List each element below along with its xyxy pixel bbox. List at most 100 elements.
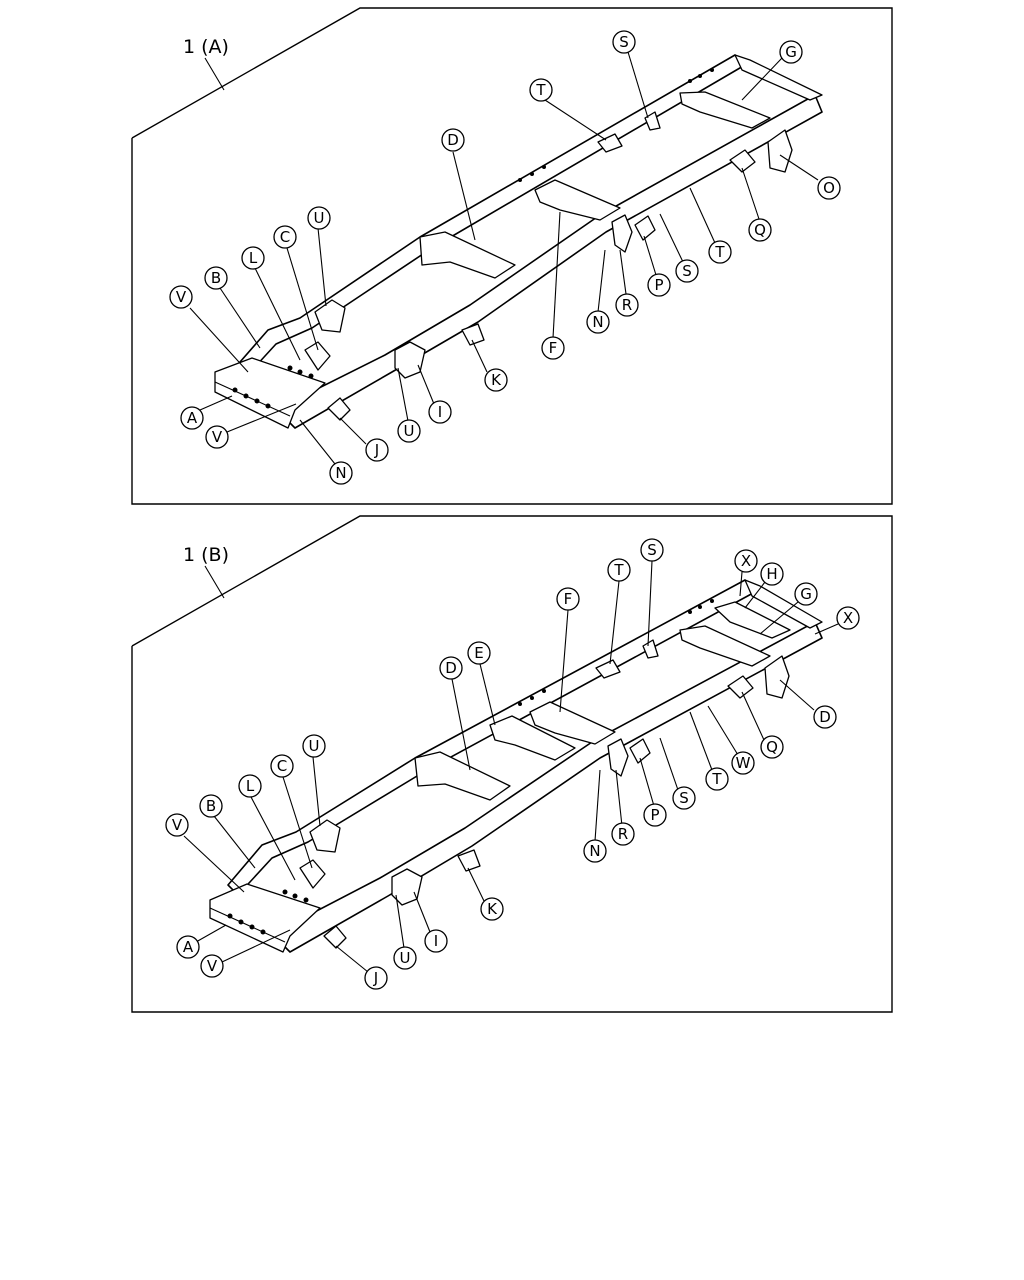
panel-a-title: 1 (A) xyxy=(183,36,229,58)
svg-text:T: T xyxy=(613,561,624,579)
front-crossmember xyxy=(214,357,326,429)
callout-a-v1: V xyxy=(169,285,193,309)
rear-crossmember xyxy=(734,54,823,101)
svg-text:W: W xyxy=(736,754,751,772)
svg-text:Q: Q xyxy=(766,738,778,756)
bracket-k-b xyxy=(457,849,481,872)
spring-hanger-r-b xyxy=(607,738,629,777)
frame-holes-a xyxy=(232,68,714,409)
callout-b-q: Q xyxy=(760,735,784,759)
svg-text:C: C xyxy=(280,228,290,246)
callout-b-f: F xyxy=(556,587,580,611)
mount-u-lower xyxy=(394,341,426,379)
callout-a-u1: U xyxy=(307,206,331,230)
panel-b-title: 1 (B) xyxy=(183,544,229,566)
svg-text:K: K xyxy=(487,900,498,918)
callout-a-v2: V xyxy=(205,425,229,449)
bracket-c-b xyxy=(299,859,326,889)
svg-text:U: U xyxy=(309,737,320,755)
panel-b-leaders xyxy=(183,560,839,973)
callout-a-n2: N xyxy=(586,310,610,334)
svg-text:X: X xyxy=(741,552,751,570)
callout-b-d1: D xyxy=(439,656,463,680)
callout-a-s2: S xyxy=(675,259,699,283)
near-side-rail-b xyxy=(279,621,823,953)
callout-b-b: B xyxy=(199,794,223,818)
bracket-t-upper-b xyxy=(595,659,621,679)
panel-b-frame xyxy=(131,515,893,1013)
callout-a-j: J xyxy=(365,438,389,462)
frame-holes-b xyxy=(227,599,714,935)
panel-b: 1 (B) xyxy=(131,515,893,1013)
callout-a-d: D xyxy=(441,128,465,152)
crossmember-d xyxy=(419,231,516,279)
panel-a-frame xyxy=(131,7,893,505)
svg-text:T: T xyxy=(535,81,546,99)
svg-text:J: J xyxy=(374,441,379,459)
front-mount-u xyxy=(314,299,346,333)
svg-text:L: L xyxy=(249,249,258,267)
callout-b-i: I xyxy=(424,929,448,953)
callout-b-x1: X xyxy=(734,549,758,573)
callout-a-a: A xyxy=(180,406,204,430)
svg-text:F: F xyxy=(549,339,558,357)
callout-b-v2: V xyxy=(200,954,224,978)
svg-text:A: A xyxy=(183,938,194,956)
callout-b-v1: V xyxy=(165,813,189,837)
hook-d-b xyxy=(764,655,790,699)
bracket-t-upper xyxy=(597,133,623,153)
callout-b-p: P xyxy=(643,803,667,827)
svg-text:A: A xyxy=(187,409,198,427)
callout-b-t1: T xyxy=(607,558,631,582)
spring-hanger-r xyxy=(611,214,633,253)
panel-b-callouts: A B C D D E F G H I J K L N P Q R S S T … xyxy=(165,538,860,990)
svg-text:N: N xyxy=(335,464,346,482)
svg-text:D: D xyxy=(819,708,831,726)
callout-a-i: I xyxy=(428,400,452,424)
callout-a-c: C xyxy=(273,225,297,249)
svg-text:U: U xyxy=(404,422,415,440)
callout-a-s1: S xyxy=(612,30,636,54)
callout-b-x2: X xyxy=(836,606,860,630)
crossmember-f xyxy=(534,179,621,221)
bracket-s-upper-b xyxy=(642,639,659,659)
callout-b-d2: D xyxy=(813,705,837,729)
svg-text:B: B xyxy=(211,269,221,287)
callout-b-a: A xyxy=(176,935,200,959)
svg-text:O: O xyxy=(823,179,835,197)
svg-text:V: V xyxy=(172,816,183,834)
callout-b-e: E xyxy=(467,641,491,665)
bracket-j xyxy=(327,397,351,421)
callout-a-t1: T xyxy=(529,78,553,102)
callout-b-w: W xyxy=(731,751,755,775)
svg-text:P: P xyxy=(654,276,663,294)
crossmember-e-b xyxy=(489,715,576,761)
callout-b-u2: U xyxy=(393,946,417,970)
callout-a-k: K xyxy=(484,368,508,392)
chassis-frame-b xyxy=(209,579,823,953)
callout-b-h: H xyxy=(760,562,784,586)
svg-text:U: U xyxy=(314,209,325,227)
svg-text:V: V xyxy=(176,288,187,306)
svg-text:T: T xyxy=(711,770,722,788)
svg-text:J: J xyxy=(373,969,378,987)
svg-text:D: D xyxy=(447,131,459,149)
svg-text:I: I xyxy=(434,932,438,950)
bracket-j-b xyxy=(323,925,347,949)
crossmember-d-b xyxy=(414,751,511,801)
panel-a-leaders xyxy=(189,51,819,465)
callout-b-t2: T xyxy=(705,767,729,791)
svg-text:V: V xyxy=(212,428,223,446)
bracket-p-b xyxy=(629,738,651,764)
callout-b-g: G xyxy=(794,582,818,606)
svg-text:N: N xyxy=(589,842,600,860)
crossmember-g xyxy=(679,91,771,129)
callout-b-c: C xyxy=(270,754,294,778)
chassis-frame-a xyxy=(214,54,823,429)
svg-text:P: P xyxy=(650,806,659,824)
callout-a-g: G xyxy=(779,40,803,64)
svg-text:H: H xyxy=(766,565,777,583)
svg-text:S: S xyxy=(679,789,689,807)
svg-text:D: D xyxy=(445,659,457,677)
callout-b-j: J xyxy=(364,966,388,990)
